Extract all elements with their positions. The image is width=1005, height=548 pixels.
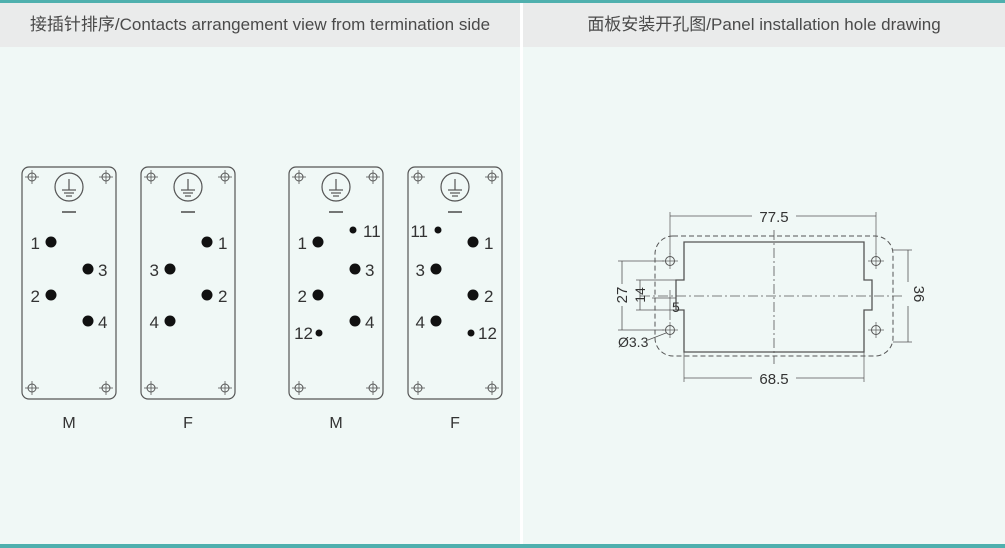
mounting-hole-icon (24, 169, 40, 185)
connector-f-4pin: 1 3 2 4 F (140, 166, 236, 432)
pin-dot (430, 263, 442, 275)
mounting-hole-icon (410, 169, 426, 185)
bottom-accent-line (0, 544, 1005, 548)
top-accent-line (0, 0, 1005, 3)
pin-label: 2 (298, 287, 307, 306)
connector-outline (21, 166, 117, 400)
pin-label: 2 (484, 287, 493, 306)
connector-m-4pin: 1 3 2 4 M (21, 166, 117, 432)
pin-dot (164, 263, 176, 275)
pin-dot (201, 289, 213, 301)
pin-label: 11 (363, 222, 381, 241)
dimension-label-68-5: 68.5 (759, 371, 788, 388)
pin-dot (45, 236, 57, 248)
mounting-hole-icon (143, 380, 159, 396)
pin-label: 1 (298, 234, 307, 253)
pin-dot (82, 263, 94, 275)
mounting-hole-icon (365, 169, 381, 185)
pin-dot-small (467, 329, 475, 337)
dimension-label-27: 27 (614, 287, 631, 304)
mounting-hole-icon (24, 380, 40, 396)
pin-label: 1 (218, 234, 227, 253)
mounting-hole-icon (662, 253, 678, 269)
pin-label: 2 (218, 287, 227, 306)
mounting-hole-icon (291, 169, 307, 185)
pin-label: 1 (484, 234, 493, 253)
ground-icon (173, 172, 203, 213)
mounting-hole-icon (217, 380, 233, 396)
dimension-label-36: 36 (910, 286, 927, 303)
ground-icon (54, 172, 84, 213)
panel-hole-title: 面板安装开孔图/Panel installation hole drawing (523, 3, 1005, 47)
pin-dot (349, 315, 361, 327)
connector-gender-label: M (62, 415, 75, 432)
mounting-hole-icon (868, 253, 884, 269)
ground-icon (321, 172, 351, 213)
pin-dot (45, 289, 57, 301)
connector-outline (407, 166, 503, 400)
pin-dot-small (434, 226, 442, 234)
mounting-hole-icon (291, 380, 307, 396)
mounting-hole-icon (98, 169, 114, 185)
pin-dot (164, 315, 176, 327)
connector-outline (140, 166, 236, 400)
connector-gender-label: F (450, 415, 460, 432)
contacts-arrangement-title: 接插针排序/Contacts arrangement view from ter… (0, 3, 520, 47)
mounting-hole-icon (868, 322, 884, 338)
pin-label: 4 (150, 313, 159, 332)
pin-label: 4 (416, 313, 425, 332)
hole-diameter-label: Ø3.3 (618, 334, 649, 350)
dimension-label-77-5: 77.5 (759, 209, 788, 226)
pin-dot (312, 236, 324, 248)
pin-dot-small (315, 329, 323, 337)
connector-m-6pin: 1 11 3 2 12 4 M (288, 166, 384, 432)
mounting-hole-icon (217, 169, 233, 185)
pin-dot (312, 289, 324, 301)
mounting-hole-icon (484, 380, 500, 396)
pin-label: 11 (410, 222, 428, 241)
mounting-hole-icon (662, 322, 678, 338)
pin-dot-small (349, 226, 357, 234)
ground-icon (440, 172, 470, 213)
pin-label: 12 (294, 324, 313, 343)
pin-label: 12 (478, 324, 497, 343)
pin-label: 1 (31, 234, 40, 253)
pin-dot (349, 263, 361, 275)
pin-label: 3 (98, 261, 107, 280)
dimension-label-14: 14 (632, 287, 648, 303)
mounting-hole-icon (143, 169, 159, 185)
pin-dot (201, 236, 213, 248)
pin-label: 4 (365, 313, 374, 332)
mounting-hole-icon (410, 380, 426, 396)
mounting-hole-icon (98, 380, 114, 396)
connector-gender-label: F (183, 415, 193, 432)
pin-dot (430, 315, 442, 327)
mounting-hole-icon (365, 380, 381, 396)
connector-f-6pin: 11 1 3 2 4 12 F (407, 166, 503, 432)
pin-label: 3 (365, 261, 374, 280)
pin-label: 4 (98, 313, 107, 332)
pin-label: 2 (31, 287, 40, 306)
panel-hole-drawing (618, 212, 912, 382)
hole-leader-line (647, 332, 667, 341)
column-divider (520, 3, 523, 544)
pin-dot (467, 236, 479, 248)
connector-outline (288, 166, 384, 400)
pin-label: 3 (150, 261, 159, 280)
pin-dot (467, 289, 479, 301)
pin-label: 3 (416, 261, 425, 280)
connector-gender-label: M (329, 415, 342, 432)
mounting-hole-icon (484, 169, 500, 185)
pin-dot (82, 315, 94, 327)
dimension-label-5: 5 (672, 299, 680, 315)
